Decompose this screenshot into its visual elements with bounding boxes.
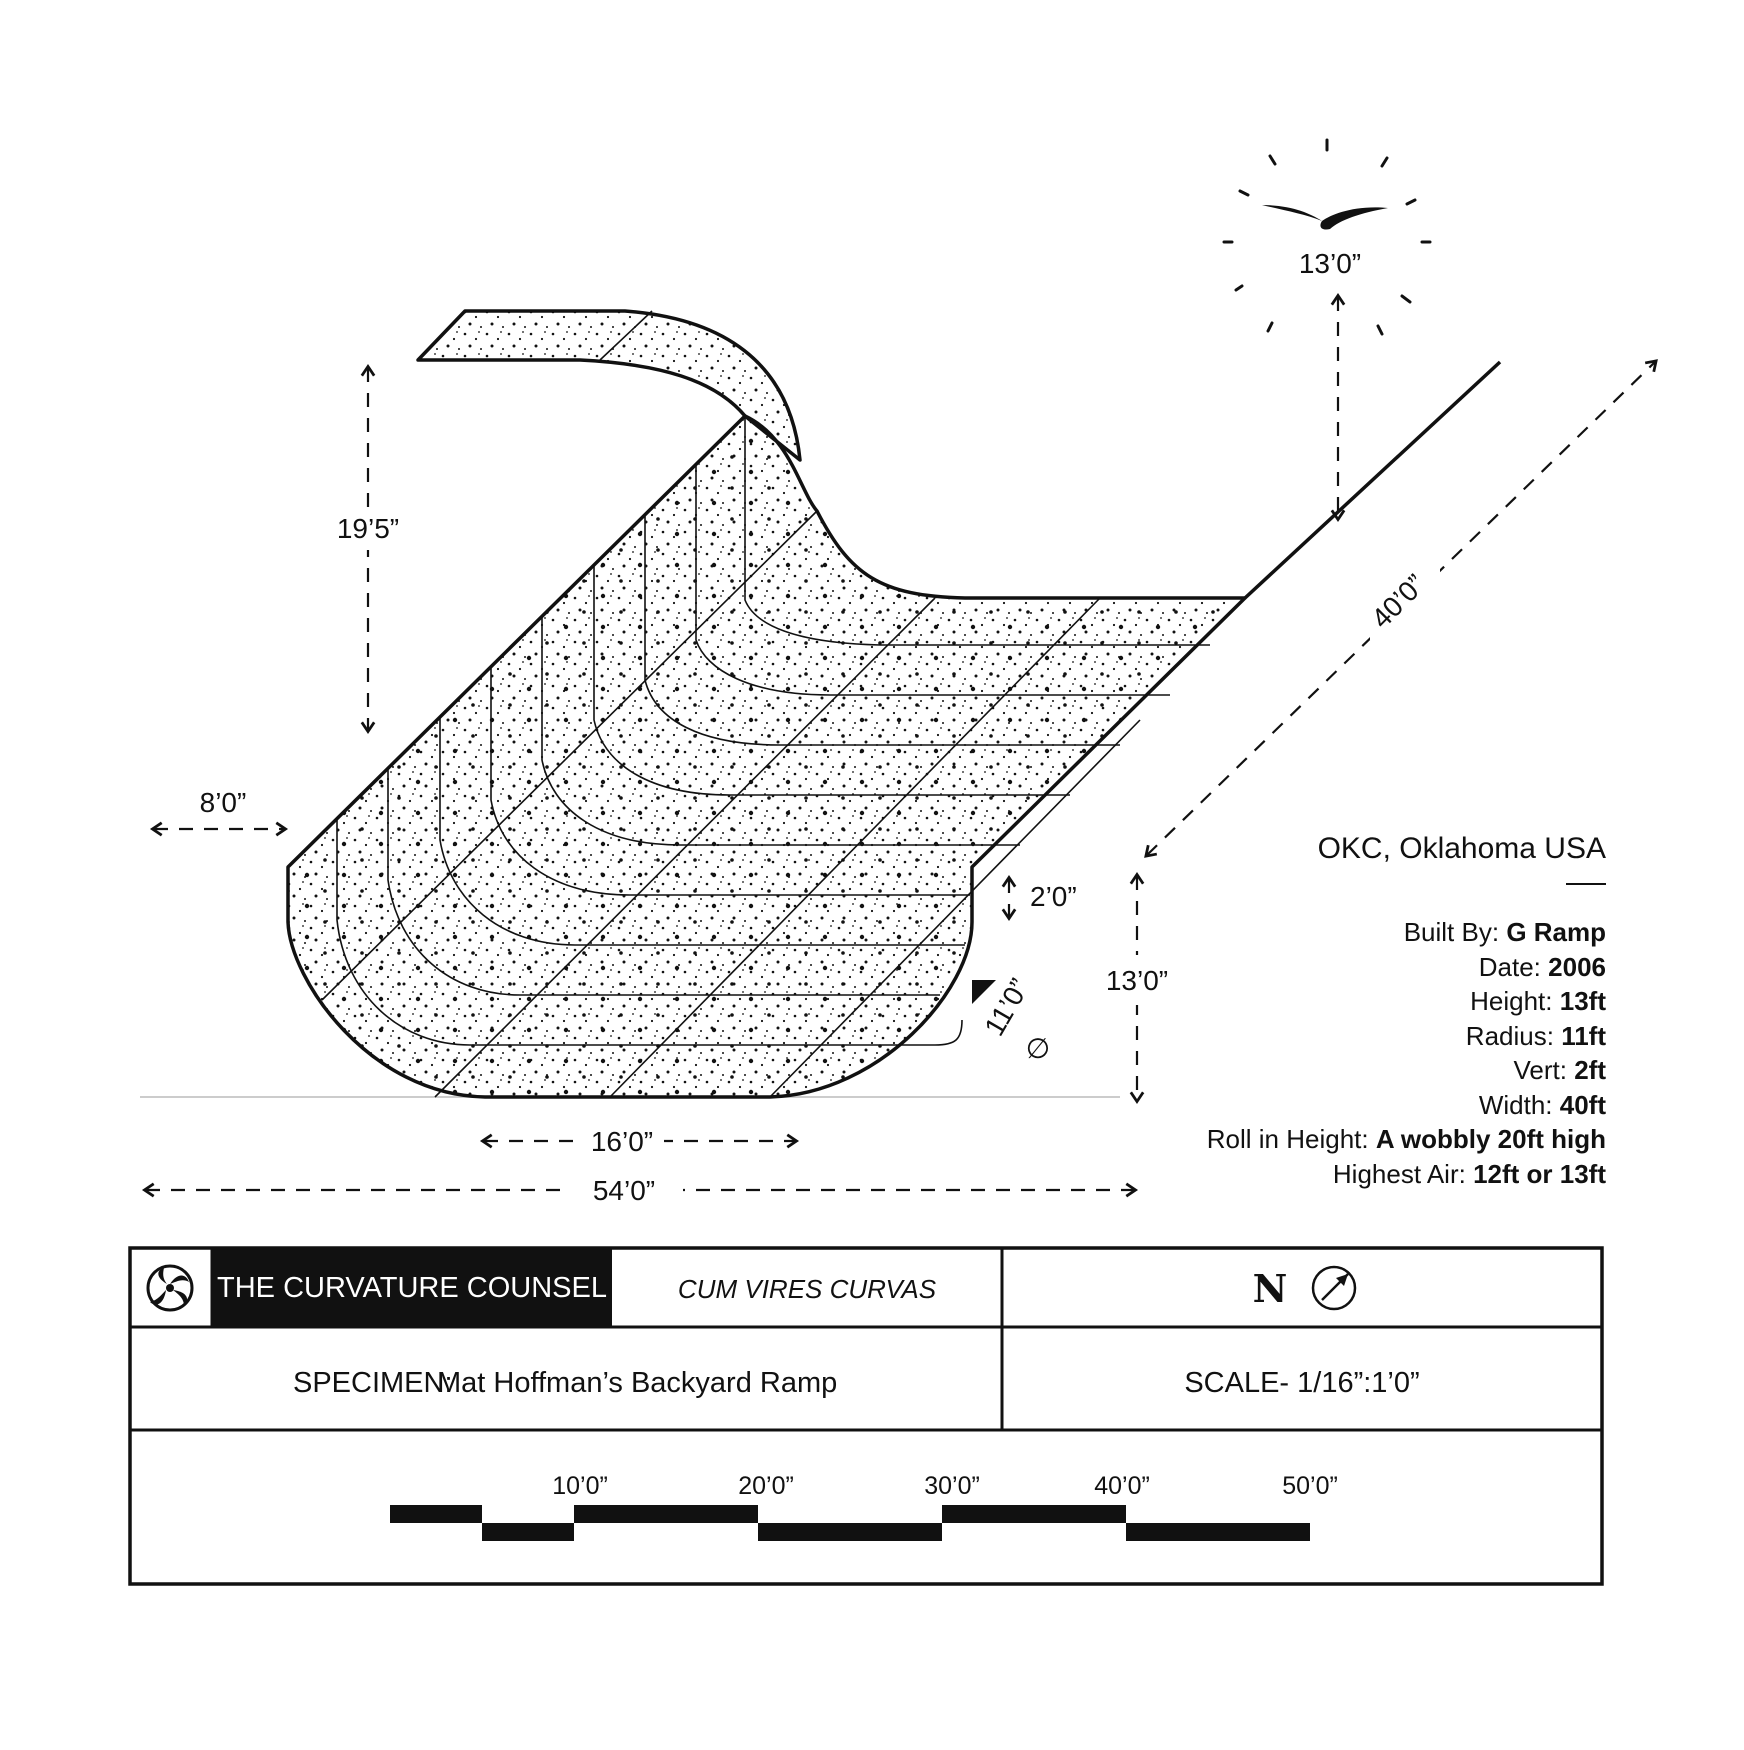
ramp-body — [286, 309, 1247, 1099]
sun-bird-icon — [1222, 138, 1432, 336]
info-divider — [1566, 882, 1606, 885]
dim-total-length: 54’0” — [593, 1175, 655, 1206]
info-row-highest-air: Highest Air: 12ft or 13ft — [1332, 1158, 1606, 1189]
location: OKC, Oklahoma USA — [1317, 832, 1606, 865]
counsel-logo-icon — [146, 1264, 194, 1312]
dim-deck-width: 8’0” — [200, 787, 247, 818]
info-row-roll-in-height: Roll in Height: A wobbly 20ft high — [1206, 1124, 1606, 1154]
title-block: THE CURVATURE COUNSEL CUM VIRES CURVAS N… — [128, 1246, 1604, 1586]
motto: CUM VIRES CURVAS — [678, 1274, 937, 1304]
scale-label-10: 10’0” — [552, 1472, 608, 1500]
radius-corner-mark — [972, 980, 996, 1004]
specimen-label: SPECIMEN: — [293, 1367, 453, 1399]
scale-label-40: 40’0” — [1094, 1472, 1150, 1500]
scale-label-50: 50’0” — [1282, 1472, 1338, 1500]
north-arrow-icon — [1311, 1265, 1357, 1311]
info-panel: OKC, Oklahoma USA Built By: G Ramp Date:… — [1207, 832, 1606, 1191]
info-row-built-by: Built By: G Ramp — [1403, 917, 1606, 947]
dim-roll-in-height: 19’5” — [337, 513, 399, 544]
scale-label-20: 20’0” — [738, 1472, 794, 1500]
scale-label-30: 30’0” — [924, 1472, 980, 1500]
dim-vert: 2’0” — [1030, 881, 1077, 912]
info-row-vert: Vert: 2ft — [1513, 1055, 1607, 1085]
specimen-name: Mat Hoffman’s Backyard Ramp — [437, 1367, 837, 1399]
org-name: THE CURVATURE COUNSEL — [217, 1272, 607, 1304]
info-row-date: Date: 2006 — [1478, 951, 1606, 982]
info-row-height: Height: 13ft — [1470, 986, 1606, 1016]
scale-text: SCALE- 1/16”:1’0” — [1184, 1367, 1419, 1399]
info-row-width: Width: 40ft — [1478, 1089, 1606, 1120]
diameter-symbol: ∅ — [1026, 1033, 1050, 1064]
dim-height: 13’0” — [1106, 965, 1168, 996]
dim-air: 13’0” — [1299, 248, 1361, 279]
dim-flat-bottom: 16’0” — [591, 1126, 653, 1157]
scale-bar — [390, 1505, 1310, 1541]
info-row-radius: Radius: 11ft — [1465, 1020, 1606, 1051]
north-label: N — [1253, 1266, 1288, 1311]
